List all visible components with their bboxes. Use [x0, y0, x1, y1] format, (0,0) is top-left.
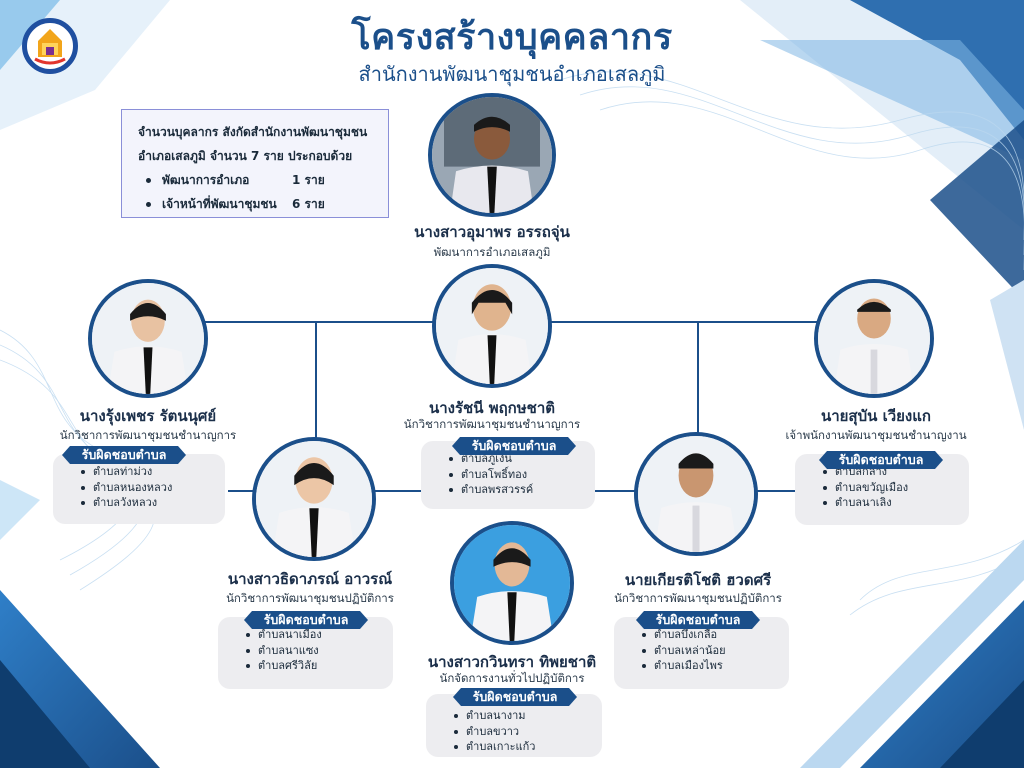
subdistrict-card: ตำบลนาเมือง ตำบลนาแซง ตำบลศรีวิลัย	[218, 617, 393, 689]
summary-item-label: พัฒนาการอำเภอ	[162, 173, 250, 187]
subdistrict-item: ตำบลโพธิ์ทอง	[449, 467, 595, 483]
staff-position: นักวิชาการพัฒนาชุมชนชำนาญการ	[403, 417, 581, 431]
summary-item: เจ้าหน้าที่พัฒนาชุมชน 6 ราย	[138, 192, 388, 216]
summary-item-label: เจ้าหน้าที่พัฒนาชุมชน	[162, 197, 277, 211]
subdistrict-item: ตำบลนางาม	[454, 708, 602, 724]
staff-name: นางรัชนี พฤกษชาติ	[429, 399, 555, 417]
organization-logo	[22, 18, 78, 74]
staff-position: นักจัดการงานทั่วไปปฏิบัติการ	[439, 671, 585, 685]
summary-item-count: 1 ราย	[292, 173, 325, 187]
subdistrict-item: ตำบลนาเลิง	[823, 495, 969, 511]
person-portrait-icon	[818, 283, 930, 394]
page-subtitle: สำนักงานพัฒนาชุมชนอำเภอเสลภูมิ	[358, 62, 666, 86]
subdistrict-item: ตำบลเกาะแก้ว	[454, 739, 602, 755]
person-portrait-icon	[432, 97, 552, 213]
subdistrict-item: ตำบลนาแซง	[246, 643, 393, 659]
staff-photo	[432, 264, 552, 388]
page-title: โครงสร้างบุคคลากร	[351, 17, 673, 58]
staff-name: นางรุ้งเพชร รัตนนุศย์	[79, 407, 217, 425]
person-portrait-icon	[436, 268, 548, 384]
staff-photo	[814, 279, 934, 398]
staff-photo	[252, 437, 376, 561]
staff-name: นางสาวธิดาภรณ์ อาวรณ์	[227, 570, 393, 588]
staff-summary-box: จำนวนบุคลากร สังกัดสำนักงานพัฒนาชุมชน อำ…	[121, 109, 389, 218]
person-portrait-icon	[92, 283, 204, 394]
staff-name: นางสาวกวินทรา ทิพยชาติ	[427, 653, 597, 671]
head-photo	[428, 93, 556, 217]
responsibility-ribbon: รับผิดชอบตำบล	[62, 446, 186, 464]
subdistrict-item: ตำบลศรีวิลัย	[246, 658, 393, 674]
head-name: นางสาวอุมาพร อรรถจุ่น	[414, 223, 570, 241]
subdistrict-item: ตำบลหนองหลวง	[81, 480, 225, 496]
staff-position: นักวิชาการพัฒนาชุมชนปฏิบัติการ	[226, 591, 394, 605]
subdistrict-item: ตำบลขวาว	[454, 724, 602, 740]
responsibility-ribbon: รับผิดชอบตำบล	[452, 437, 576, 455]
subdistrict-item: ตำบลขวัญเมือง	[823, 480, 969, 496]
staff-position: เจ้าพนักงานพัฒนาชุมชนชำนาญงาน	[785, 428, 967, 442]
subdistrict-item: ตำบลภูเงิน	[449, 451, 595, 467]
staff-position: นักวิชาการพัฒนาชุมชนปฏิบัติการ	[614, 591, 782, 605]
subdistrict-item: ตำบลบึงเกลือ	[642, 627, 789, 643]
subdistrict-item: ตำบลนาเมือง	[246, 627, 393, 643]
staff-photo	[634, 432, 758, 556]
subdistrict-card: ตำบลบึงเกลือ ตำบลเหล่าน้อย ตำบลเมืองไพร	[614, 617, 789, 689]
connector-line	[315, 321, 317, 441]
responsibility-ribbon: รับผิดชอบตำบล	[453, 688, 577, 706]
subdistrict-item: ตำบลพรสวรรค์	[449, 482, 595, 498]
staff-position: นักวิชาการพัฒนาชุมชนชำนาญการ	[59, 428, 237, 442]
staff-photo	[88, 279, 208, 398]
responsibility-ribbon: รับผิดชอบตำบล	[636, 611, 760, 629]
community-development-emblem-icon	[29, 25, 71, 67]
person-portrait-icon	[454, 525, 570, 641]
subdistrict-item: ตำบลเมืองไพร	[642, 658, 789, 674]
summary-line-1: จำนวนบุคลากร สังกัดสำนักงานพัฒนาชุมชน	[138, 125, 368, 139]
staff-name: นายสุบัน เวียงแก	[820, 407, 932, 425]
summary-item-count: 6 ราย	[292, 197, 325, 211]
head-position: พัฒนาการอำเภอเสลภูมิ	[433, 245, 551, 259]
responsibility-ribbon: รับผิดชอบตำบล	[819, 451, 943, 469]
subdistrict-card: ตำบลท่าม่วง ตำบลหนองหลวง ตำบลวังหลวง	[53, 454, 225, 524]
person-portrait-icon	[638, 436, 754, 552]
subdistrict-item: ตำบลเหล่าน้อย	[642, 643, 789, 659]
staff-photo	[450, 521, 574, 645]
summary-item: พัฒนาการอำเภอ 1 ราย	[138, 168, 388, 192]
subdistrict-item: ตำบลท่าม่วง	[81, 464, 225, 480]
connector-line	[697, 321, 699, 435]
responsibility-ribbon: รับผิดชอบตำบล	[244, 611, 368, 629]
subdistrict-item: ตำบลวังหลวง	[81, 495, 225, 511]
person-portrait-icon	[256, 441, 372, 557]
staff-name: นายเกียรติโชติ ฮวดศรี	[624, 571, 772, 589]
summary-line-2: อำเภอเสลภูมิ จำนวน 7 ราย ประกอบด้วย	[138, 149, 353, 163]
